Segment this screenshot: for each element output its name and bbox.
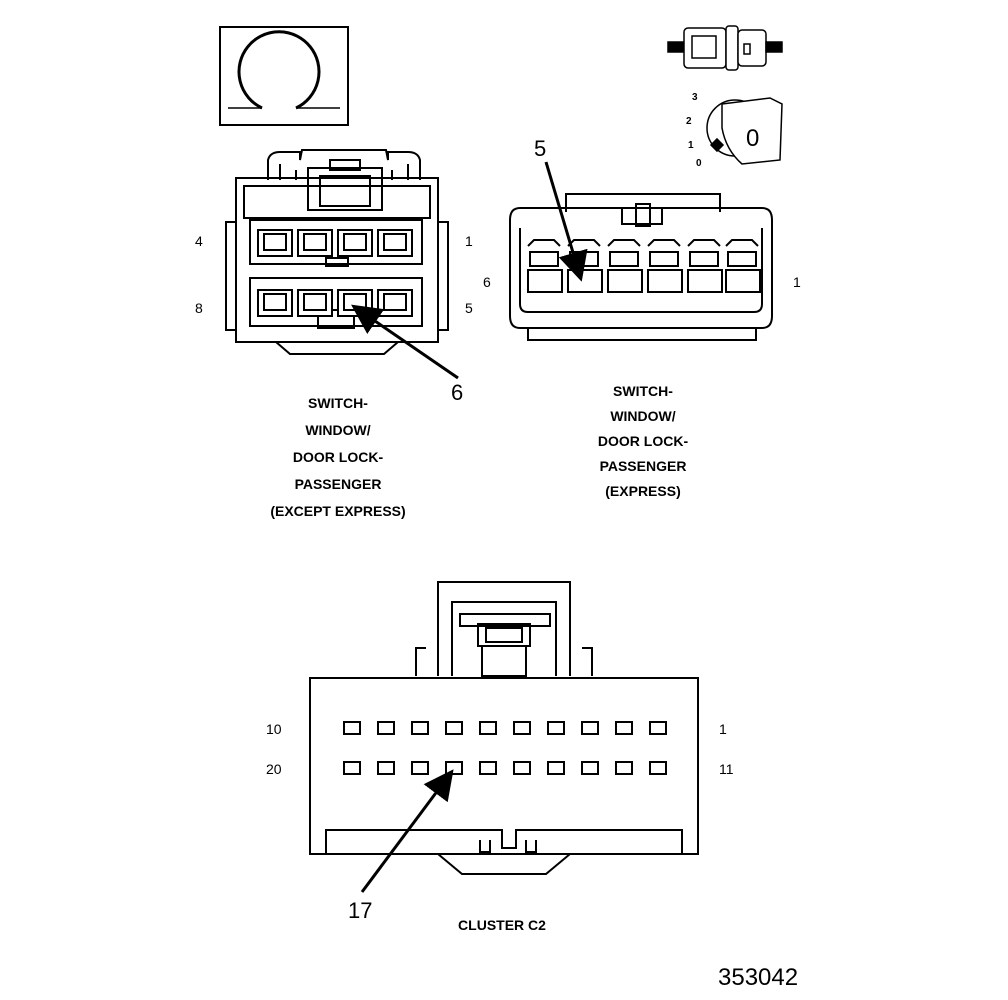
switch-position-label: 1 xyxy=(688,140,694,151)
ignition-switch-icon: 3 2 1 0 0 xyxy=(686,92,783,169)
svg-text:PASSENGER: PASSENGER xyxy=(295,476,382,492)
svg-text:DOOR LOCK-: DOOR LOCK- xyxy=(598,433,689,449)
pin-label-8: 8 xyxy=(195,300,203,316)
connector-b xyxy=(509,193,773,341)
pin-label-1: 1 xyxy=(465,233,473,249)
callout-6: 6 xyxy=(451,380,463,405)
svg-text:SWITCH-: SWITCH- xyxy=(613,383,673,399)
connector-b-caption: SWITCH- WINDOW/ DOOR LOCK- PASSENGER (EX… xyxy=(598,383,689,499)
connector-a-caption: SWITCH- WINDOW/ DOOR LOCK- PASSENGER (EX… xyxy=(270,395,405,519)
svg-text:DOOR LOCK-: DOOR LOCK- xyxy=(293,449,384,465)
connector-c-caption: CLUSTER C2 xyxy=(458,917,546,933)
svg-text:(EXCEPT EXPRESS): (EXCEPT EXPRESS) xyxy=(270,503,405,519)
pin-label-11: 11 xyxy=(719,761,734,777)
knob-label: 0 xyxy=(746,125,759,152)
pin-label-5: 5 xyxy=(465,300,473,316)
pin-label-1: 1 xyxy=(719,721,727,737)
connector-side-icon xyxy=(667,25,783,71)
callout-17: 17 xyxy=(348,898,372,923)
connector-c xyxy=(309,581,699,875)
connector-a-cavities xyxy=(257,229,413,317)
figure-reference-number: 353042 xyxy=(718,964,798,991)
svg-text:WINDOW/: WINDOW/ xyxy=(610,408,675,424)
pin-label-1: 1 xyxy=(793,274,801,290)
svg-text:WINDOW/: WINDOW/ xyxy=(305,422,370,438)
view-orientation-icon xyxy=(219,26,349,126)
pin-label-10: 10 xyxy=(266,721,282,737)
switch-position-label: 2 xyxy=(686,116,692,127)
connector-c-cavities xyxy=(343,721,667,775)
callout-arrow xyxy=(351,304,459,380)
svg-text:SWITCH-: SWITCH- xyxy=(308,395,368,411)
switch-position-label: 0 xyxy=(696,158,702,169)
pin-label-4: 4 xyxy=(195,233,203,249)
pin-label-20: 20 xyxy=(266,761,282,777)
svg-text:(EXPRESS): (EXPRESS) xyxy=(605,483,680,499)
svg-text:PASSENGER: PASSENGER xyxy=(600,458,687,474)
connector-b-cavities xyxy=(527,239,761,293)
callout-arrow xyxy=(360,769,454,893)
callout-5: 5 xyxy=(534,136,546,161)
callout-arrow xyxy=(544,161,588,282)
pin-label-6: 6 xyxy=(483,274,491,290)
switch-position-label: 3 xyxy=(692,92,698,103)
